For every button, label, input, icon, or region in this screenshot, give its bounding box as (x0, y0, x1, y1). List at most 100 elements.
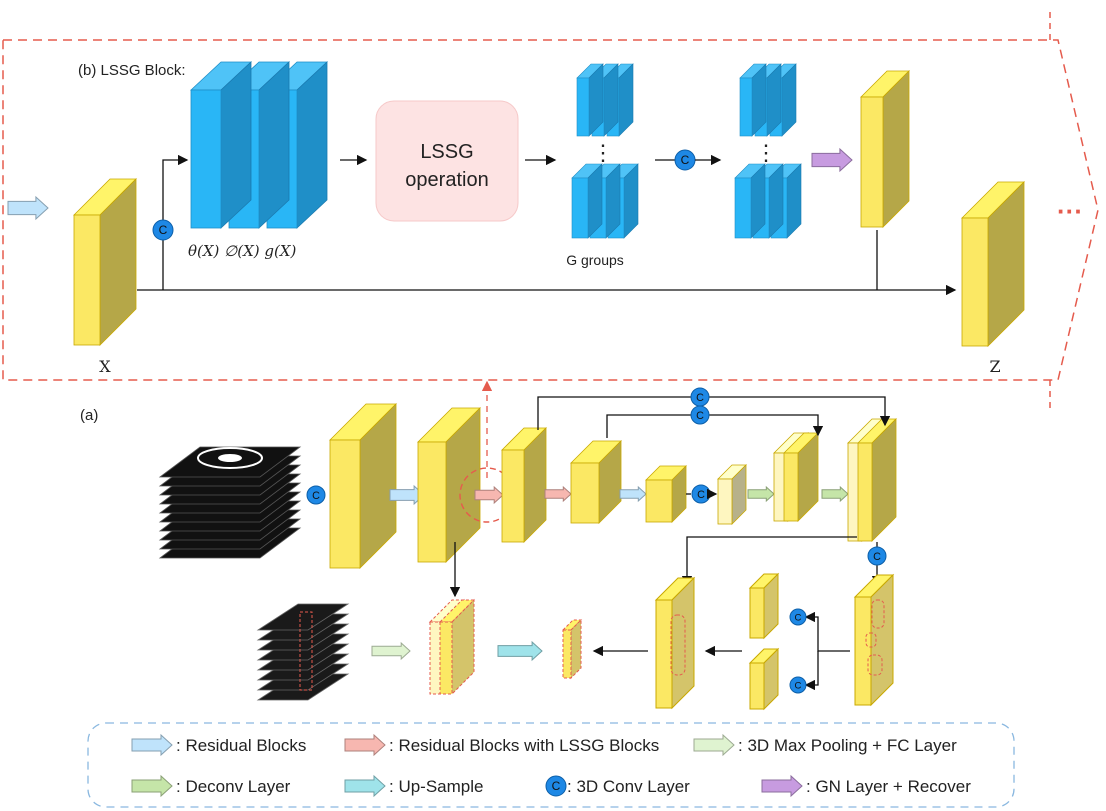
legend-conv-c-icon-label: C (552, 779, 561, 793)
conv-c-skip-second-label: C (696, 410, 704, 422)
legend-label-6: : GN Layer + Recover (806, 777, 971, 796)
groups-vdots-2: ⋮ (755, 140, 777, 165)
legend-conv-c-icon: C (545, 775, 567, 797)
enc-block-5-front (645, 479, 673, 523)
conv-c-branch-down-label: C (873, 551, 881, 563)
feature-map-1-side (258, 61, 290, 229)
output-z-label: Z (989, 357, 1000, 376)
legend-label-3: : Deconv Layer (176, 777, 291, 796)
seg-block-b (438, 598, 476, 696)
roi-box-2 (865, 632, 877, 648)
legend-label-2: : 3D Max Pooling + FC Layer (738, 736, 957, 755)
legend-item-1: : Residual Blocks with LSSG Blocks (344, 733, 659, 757)
roi-branch-bottom (804, 651, 819, 691)
lssg-dashed-boundary (2, 39, 1099, 381)
branch-to-features (162, 154, 189, 290)
feature-maps-label: θ(X) ∅(X) g(X) (188, 242, 297, 260)
roi-box-left (670, 614, 686, 676)
upsample-arrow-a (497, 640, 543, 662)
head-block-left-front (655, 599, 673, 709)
head-block-right (853, 573, 895, 707)
head-block-left (654, 576, 696, 710)
regroup-stack-bottom-front-0 (734, 177, 752, 239)
maxpool-fc-arrow-icon (693, 733, 735, 757)
dec-block-1b (783, 432, 819, 522)
roi-feature-top (748, 572, 780, 640)
output-z-block (961, 181, 1025, 347)
group-stack-top (576, 63, 634, 137)
roi-feature-bottom-front (749, 662, 765, 710)
roi-feature-top-front (749, 587, 765, 639)
enc-block-4 (570, 440, 622, 524)
group-stack-top-front-0 (576, 77, 590, 137)
legend-label-0: : Residual Blocks (176, 736, 306, 755)
skip-connection-second (606, 414, 824, 438)
enc-block-1 (329, 403, 397, 569)
roi-feature-bottom (748, 647, 780, 711)
residual-blocks-arrow-icon (131, 733, 173, 757)
ct-slice-body (197, 447, 263, 469)
lssg-op-line1: LSSG (420, 141, 473, 163)
output-maxpool-arrow (371, 641, 411, 661)
feature-map-0-front (190, 89, 222, 229)
legend-item-4: : Up-Sample (344, 774, 483, 798)
upsample-arrow-icon (344, 774, 386, 798)
small-seg-block-side (570, 618, 582, 680)
head-block-right-front (854, 596, 872, 706)
deconv-arrow-icon (131, 774, 173, 798)
dec-block-1b-front (783, 452, 799, 522)
conv-c-skip-top-label: C (696, 392, 704, 404)
conv-c-concat-label: C (681, 153, 690, 167)
skip-connection-top (537, 396, 891, 430)
conv-c-roi-top-circle (789, 608, 807, 626)
group-stack-bottom (571, 163, 639, 239)
group-stack-bottom-front-0 (571, 177, 589, 239)
legend-item-3: : Deconv Layer (131, 774, 291, 798)
conv-c-roi-top: C (789, 608, 807, 626)
legend-item-0: : Residual Blocks (131, 733, 306, 757)
conv-c-bottleneck: C (691, 484, 711, 504)
input-x-block-front (73, 214, 101, 346)
input-x-block (73, 178, 137, 346)
legend-item-6: : GN Layer + Recover (761, 774, 971, 798)
regroup-stack-bottom (734, 163, 802, 239)
legend: : Residual Blocks : Residual Blocks with … (87, 722, 1015, 808)
lssg-op-line2: operation (405, 169, 488, 191)
groups-label: G groups (566, 252, 624, 268)
panel-b-title: (b) LSSG Block: (78, 62, 186, 79)
enc-block-5 (645, 465, 687, 523)
lssg-residual-arrow-icon (344, 733, 386, 757)
head-block-left-side (671, 576, 695, 710)
conv-c-concat: C (674, 149, 696, 171)
gn-recover-arrow-icon (761, 774, 803, 798)
enc-block-2 (417, 407, 481, 563)
lssg-output-block-front (860, 96, 884, 228)
enc-block-1-front (329, 439, 361, 569)
enc-block-3 (501, 427, 547, 543)
legend-box (87, 722, 1015, 808)
conv-c-branch-down-circle (867, 546, 887, 566)
feature-map-0-side (220, 61, 252, 229)
seg-block-b-side (451, 598, 475, 696)
legend-label-4: : Up-Sample (389, 777, 483, 796)
gn-recover-arrow-b (811, 147, 853, 173)
head-block-right-side (870, 573, 894, 707)
legend-label-5: : 3D Conv Layer (567, 777, 690, 796)
residual-arrow-a2 (619, 485, 647, 503)
conv-c-bottleneck-label: C (697, 489, 705, 501)
seg-block-b-front (439, 621, 453, 695)
lssg-output-block (860, 70, 910, 228)
conv-c-roi-bottom-circle (789, 676, 807, 694)
conv-c-roi-bottom: C (789, 676, 807, 694)
lssg-residual-arrow-a1 (474, 485, 504, 505)
small-seg-block (561, 618, 583, 680)
conv-c-input: C (306, 485, 326, 505)
dec-block-2b (857, 418, 897, 542)
conv-c-branch-circle (152, 219, 174, 241)
output-roi-box (299, 611, 313, 691)
roi-branch-top (804, 611, 850, 652)
output-slice-0 (256, 603, 350, 631)
roi-box-3 (867, 654, 883, 676)
